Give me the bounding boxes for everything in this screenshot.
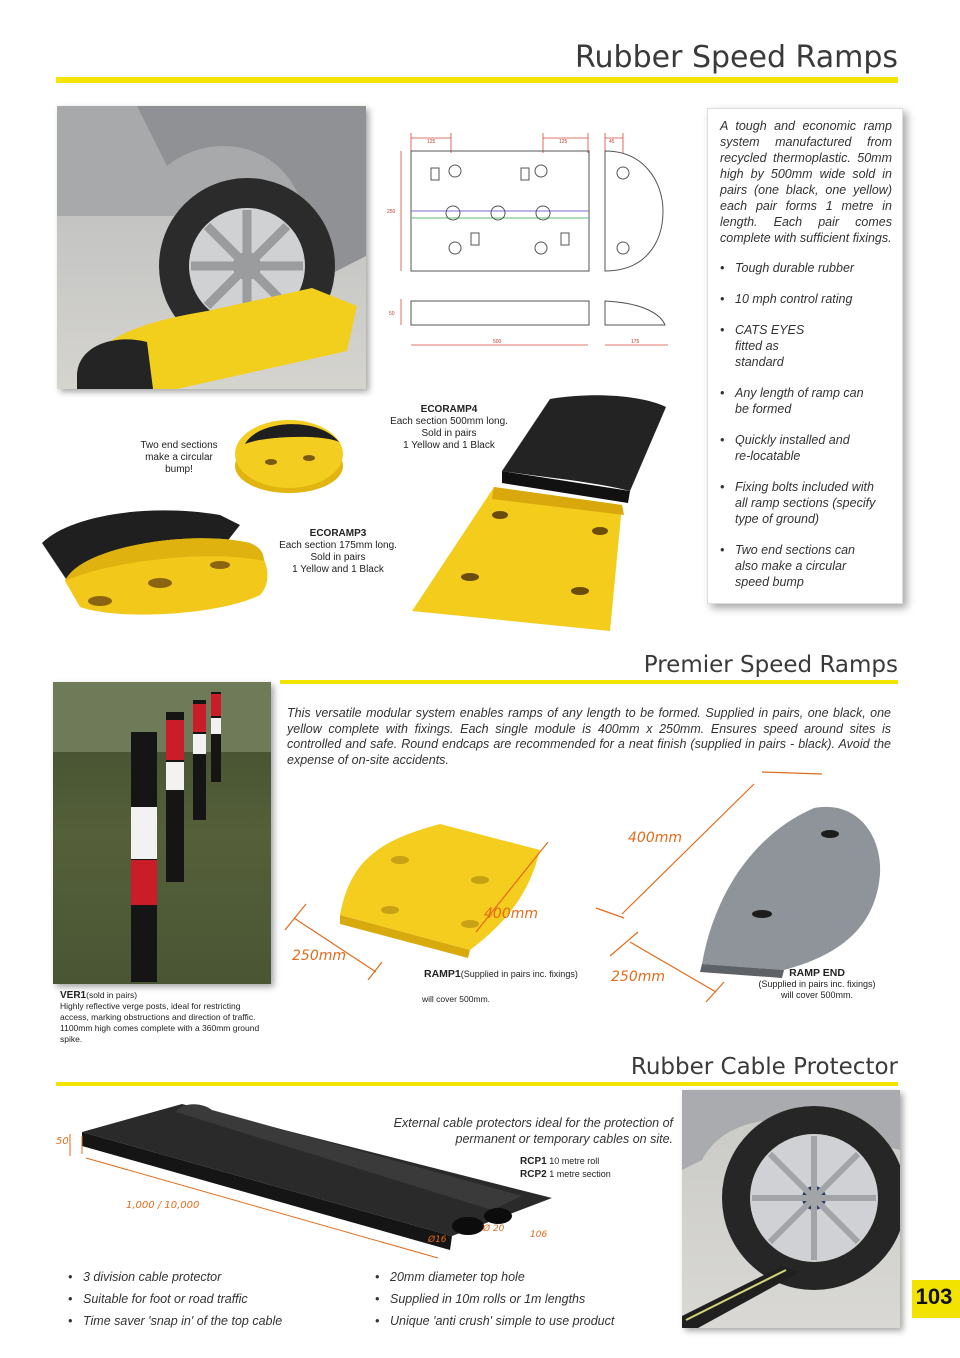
ecoramp4-line: 1 Yellow and 1 Black xyxy=(403,440,495,451)
rcp-codes: RCP1 10 metre roll RCP2 1 metre section xyxy=(520,1155,670,1181)
dim-50: 50 xyxy=(389,311,395,317)
car-wheel-ramp-photo xyxy=(57,106,366,389)
ramp-technical-drawing: 125 125 45 250 50 500 175 xyxy=(383,123,670,355)
section2-rule xyxy=(280,680,898,684)
section1-feature-list: Tough durable rubber 10 mph control rati… xyxy=(720,260,892,590)
list-item: Supplied in 10m rolls or 1m lengths xyxy=(375,1288,675,1310)
dim-45: 45 xyxy=(609,139,615,145)
list-item: Tough durable rubber xyxy=(720,260,892,276)
section2-title: Premier Speed Ramps xyxy=(643,652,898,678)
page-number-tab xyxy=(912,1280,960,1318)
rcp2-code: RCP2 xyxy=(520,1169,547,1180)
cable-length-label: 1,000 / 10,000 xyxy=(126,1200,200,1211)
ver1-text: Highly reflective verge posts, ideal for… xyxy=(60,1001,260,1044)
ecoramp3-caption: ECORAMP3 Each section 175mm long. Sold i… xyxy=(278,528,398,576)
section3-rule xyxy=(56,1082,898,1086)
dim-125b: 125 xyxy=(559,139,568,145)
verge-posts-photo xyxy=(53,682,271,984)
list-item: 3 division cable protector xyxy=(68,1266,358,1288)
ecoramp3-line: 1 Yellow and 1 Black xyxy=(292,564,384,575)
section1-description-panel: A tough and economic ramp system manufac… xyxy=(707,108,903,604)
dim-250: 250 xyxy=(387,209,396,215)
circular-bump-image xyxy=(233,414,345,494)
ramp-end-caption: RAMP END (Supplied in pairs inc. fixings… xyxy=(752,968,882,1001)
cable-height-label: 50 xyxy=(56,1136,69,1147)
section3-description: External cable protectors ideal for the … xyxy=(393,1116,673,1146)
ramp1-image-with-dims xyxy=(280,820,580,981)
section2-description: This versatile modular system enables ra… xyxy=(287,706,891,767)
ecoramp4-line: Sold in pairs xyxy=(421,428,477,439)
ramp1-cover: will cover 500mm. xyxy=(422,994,491,1004)
dim-175: 175 xyxy=(631,339,640,345)
section3-title: Rubber Cable Protector xyxy=(630,1054,898,1080)
list-item: Any length of ramp can be formed xyxy=(720,385,865,417)
ecoramp4-caption: ECORAMP4 Each section 500mm long. Sold i… xyxy=(386,404,512,452)
dim-500: 500 xyxy=(493,339,502,345)
ramp-end-image-with-dims xyxy=(594,764,894,1004)
list-item: Suitable for foot or road traffic xyxy=(68,1288,358,1310)
ramp-end-width-label: 250mm xyxy=(611,969,665,985)
cable-features-left: 3 division cable protector Suitable for … xyxy=(68,1266,358,1332)
ecoramp4-line: Each section 500mm long. xyxy=(390,416,508,427)
cable-features-right: 20mm diameter top hole Supplied in 10m r… xyxy=(375,1266,675,1332)
ramp1-code: RAMP1 xyxy=(424,968,461,980)
ramp1-note: (Supplied in pairs inc. fixings) xyxy=(460,969,578,979)
ver1-code: VER1 xyxy=(60,990,87,1001)
end-sections-caption: Two end sections make a circular bump! xyxy=(140,440,218,475)
cable-d16-label: Ø16 xyxy=(428,1235,447,1245)
rcp2-text: 1 metre section xyxy=(549,1169,611,1179)
list-item: CATS EYES fitted as standard xyxy=(720,322,825,370)
section1-description: A tough and economic ramp system manufac… xyxy=(720,119,892,245)
list-item: Time saver 'snap in' of the top cable xyxy=(68,1310,358,1332)
ramp-end-note: (Supplied in pairs inc. fixings) xyxy=(758,979,876,989)
list-item: Fixing bolts included with all ramp sect… xyxy=(720,479,885,527)
page-number: 103 xyxy=(915,1284,953,1309)
ecoramp4-image xyxy=(410,391,668,641)
ecoramp3-line: Sold in pairs xyxy=(310,552,366,563)
section1-title: Rubber Speed Ramps xyxy=(575,40,898,75)
ver1-note: (sold in pairs) xyxy=(86,990,138,1000)
ramp1-width-label: 250mm xyxy=(292,948,346,964)
list-item: Quickly installed and re-locatable xyxy=(720,432,855,464)
section1-rule xyxy=(56,77,898,83)
list-item: Two end sections can also make a circula… xyxy=(720,542,875,590)
list-item: 10 mph control rating xyxy=(720,291,892,307)
ecoramp3-line: Each section 175mm long. xyxy=(279,540,397,551)
cable-d106-label: 106 xyxy=(530,1230,548,1240)
cable-d20-label: Ø 20 xyxy=(483,1224,505,1234)
ramp-end-cover: will cover 500mm. xyxy=(780,990,854,1000)
ver1-caption: VER1(sold in pairs) Highly reflective ve… xyxy=(60,990,260,1045)
rcp1-text: 10 metre roll xyxy=(549,1156,600,1166)
rcp1-code: RCP1 xyxy=(520,1156,547,1167)
ramp-end-length-label: 400mm xyxy=(628,830,682,846)
list-item: Unique 'anti crush' simple to use produc… xyxy=(375,1310,675,1332)
ecoramp4-code: ECORAMP4 xyxy=(420,404,478,415)
ecoramp3-code: ECORAMP3 xyxy=(309,528,367,539)
dim-125a: 125 xyxy=(427,139,436,145)
ramp1-length-label: 400mm xyxy=(484,906,538,922)
wheel-over-cable-photo xyxy=(682,1090,900,1328)
cable-protector-image xyxy=(52,1100,552,1260)
list-item: 20mm diameter top hole xyxy=(375,1266,675,1288)
ecoramp3-image xyxy=(40,503,272,621)
ramp1-caption: RAMP1(Supplied in pairs inc. fixings) xyxy=(424,968,614,980)
ramp-end-code: RAMP END xyxy=(789,967,845,979)
